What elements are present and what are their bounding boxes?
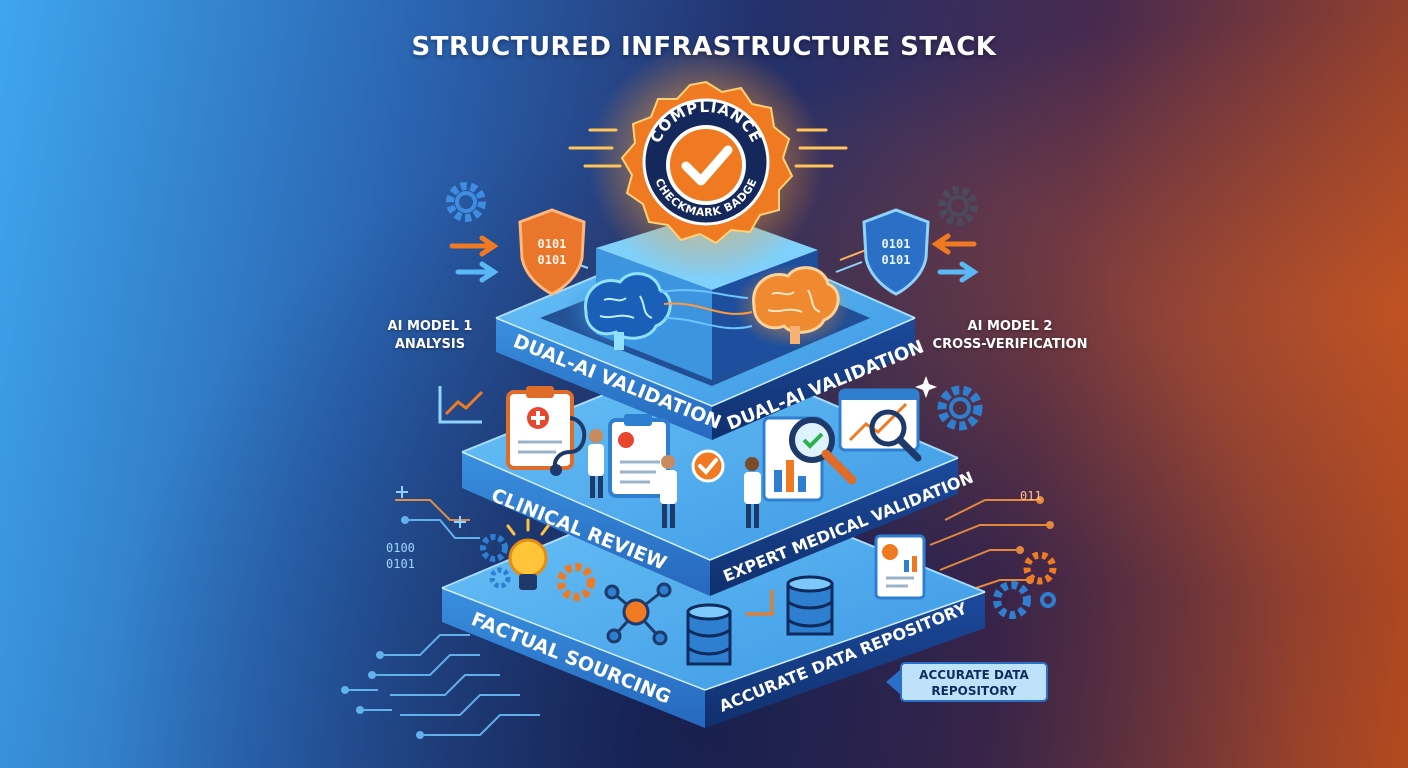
analysis-report-icon xyxy=(762,416,857,502)
ai-model-2-line2: CROSS-VERIFICATION xyxy=(932,337,1088,352)
ai-model-2-line1: AI MODEL 2 xyxy=(967,319,1053,334)
shield-icon-left: 0101 0101 xyxy=(518,208,586,296)
network-nodes-icon xyxy=(604,582,672,646)
doctor-figure-2 xyxy=(660,455,677,528)
doctor-figure-3 xyxy=(744,457,761,528)
report-clipboard-icon xyxy=(608,414,670,498)
database-icon-left xyxy=(686,603,732,666)
ai-model-1-line1: AI MODEL 1 xyxy=(387,319,473,334)
brain-icon-left xyxy=(564,268,680,352)
lightbulb-icon xyxy=(506,518,550,590)
shield-left-binary-1: 0101 xyxy=(538,237,567,251)
gear-icon-bottom-right xyxy=(993,551,1057,619)
binary-right: 011 xyxy=(1020,489,1042,503)
document-pie-icon xyxy=(874,534,926,600)
gear-icon-bottom-left xyxy=(480,534,595,601)
compliance-badge: COMPLIANCE CHECKMARK BADGE xyxy=(620,80,794,245)
db-flow-arrow xyxy=(746,590,774,616)
tag-pointer xyxy=(886,670,900,694)
gear-icon-top-left xyxy=(446,182,486,222)
ai-model-2-label: AI MODEL 2 CROSS-VERIFICATION xyxy=(920,318,1100,354)
doctor-figure-1 xyxy=(588,429,604,498)
database-icon-right xyxy=(786,575,834,636)
tag-line1: ACCURATE DATA xyxy=(919,668,1029,682)
growth-chart-window-icon xyxy=(838,388,922,462)
ai-model-1-label: AI MODEL 1 ANALYSIS xyxy=(385,318,475,354)
binary-left-1: 0100 xyxy=(386,541,415,555)
shield-left-binary-2: 0101 xyxy=(538,253,567,267)
shield-right-binary-2: 0101 xyxy=(882,253,911,267)
glow-rays xyxy=(568,128,848,168)
brain-icon-right xyxy=(734,264,850,348)
accurate-data-repository-tag: ACCURATE DATA REPOSITORY xyxy=(900,662,1048,702)
medical-clipboard-icon xyxy=(506,386,587,476)
gear-icon-mid-right xyxy=(937,385,983,431)
arrow-icons xyxy=(449,233,979,283)
shield-icon-right: 0101 0101 xyxy=(862,208,930,296)
tag-line2: REPOSITORY xyxy=(931,684,1017,698)
binary-left-2: 0101 xyxy=(386,557,415,571)
approved-check-icon xyxy=(691,449,725,483)
ai-model-1-line2: ANALYSIS xyxy=(394,337,466,352)
shield-right-binary-1: 0101 xyxy=(882,237,911,251)
gear-icon-top-right xyxy=(938,186,978,226)
sparkle-icons xyxy=(396,376,937,528)
circuit-lines-right xyxy=(929,496,1054,596)
circuit-lines-left xyxy=(341,499,540,739)
line-chart-icon xyxy=(438,386,484,424)
